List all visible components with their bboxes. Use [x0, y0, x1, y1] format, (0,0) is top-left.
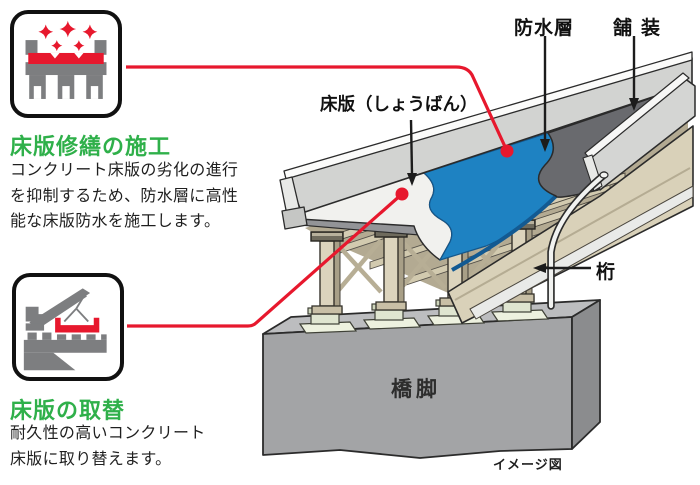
far-parapet — [279, 51, 693, 230]
sparkles — [38, 20, 98, 52]
repair-description: コンクリート床版の劣化の進行 を抑制するため、防水層に高性 能な床版防水を施工し… — [10, 162, 239, 230]
pier-label: 橋脚 — [391, 378, 441, 401]
deck-arrow-icon — [407, 119, 417, 186]
waterproofing-label: 防水層 — [514, 18, 575, 39]
pavement-arrow-icon — [629, 36, 639, 111]
drain-pipe — [547, 171, 609, 310]
replacement-heading: 床版の取替 — [10, 398, 126, 423]
lifted-deck-piece — [55, 317, 100, 333]
deck-replacement-icon — [12, 273, 124, 381]
image-caption: イメージ図 — [493, 457, 563, 472]
deck-label: 床版（しょうばん） — [320, 94, 478, 114]
replace-connector-line — [127, 192, 404, 328]
girder-label: 桁 — [596, 262, 616, 283]
replacement-description: 耐久性の高いコンクリート 床版に取り替えます。 — [10, 425, 206, 468]
outer-girder-side — [447, 125, 694, 324]
girder-arrow-icon — [533, 263, 591, 273]
waterproofing-arrow-icon — [540, 36, 550, 152]
pier-side — [571, 299, 601, 450]
deck-repair-icon — [10, 10, 122, 118]
bearing — [490, 295, 550, 322]
repair-connector-dot — [500, 144, 514, 158]
repair-heading: 床版修繕の施工 — [10, 134, 172, 159]
label-arrows — [407, 36, 639, 273]
waterproof-shade — [451, 194, 558, 272]
replace-connector-dot — [395, 187, 409, 201]
repair-connector-line — [126, 65, 509, 152]
red-connectors — [126, 65, 514, 328]
drain-channel — [469, 185, 694, 320]
pavement-label: 舗装 — [613, 18, 670, 39]
